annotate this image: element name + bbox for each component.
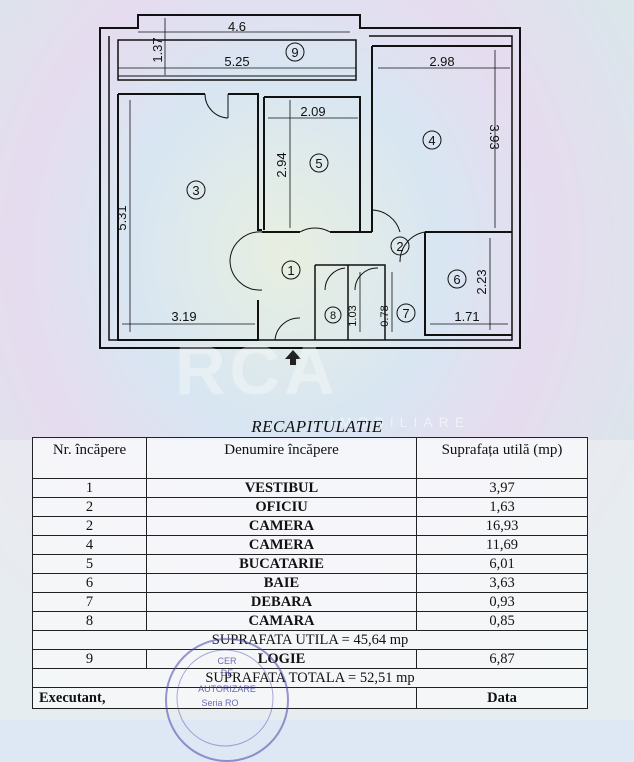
dim-room5-length: 2.94 — [274, 152, 289, 177]
entrance-arrow-icon — [285, 350, 301, 365]
grand-total-row: SUPRAFATA TOTALA = 52,51 mp — [32, 668, 588, 688]
row-number: 4 — [32, 535, 147, 555]
table-row: 4 CAMERA 11,69 — [32, 535, 588, 555]
dim-room3-width: 3.19 — [171, 309, 196, 324]
floor-plan: 4.6 1.37 5.25 2.98 2.09 3.93 2.94 5.31 2… — [99, 14, 521, 365]
grand-total: SUPRAFATA TOTALA = 52,51 mp — [32, 668, 588, 688]
room-number-1: 1 — [287, 263, 294, 278]
table-row: 1 VESTIBUL 3,97 — [32, 478, 588, 498]
table-row: 2 CAMERA 16,93 — [32, 516, 588, 536]
row-name: VESTIBUL — [146, 478, 417, 498]
room-number-9: 9 — [291, 45, 298, 60]
row-number: 5 — [32, 554, 147, 574]
room-number-8: 8 — [330, 310, 336, 322]
recap-title: RECAPITULATIE — [251, 417, 383, 436]
row-number: 9 — [32, 649, 147, 669]
header-room-number: Nr. încăpere — [32, 437, 147, 479]
row-number: 2 — [32, 516, 147, 536]
dim-loggia-depth: 1.37 — [150, 37, 165, 62]
table-row: 2 OFICIU 1,63 — [32, 497, 588, 517]
useful-area-total: SUPRAFATA UTILA = 45,64 mp — [32, 630, 588, 650]
stamp-line-3: AUTORIZARE — [198, 684, 256, 694]
room-number-2: 2 — [396, 239, 403, 254]
stamp-text: CER DE AUTORIZARE Seria RO — [176, 649, 274, 747]
row-name: BUCATARIE — [146, 554, 417, 574]
row-name: BAIE — [146, 573, 417, 593]
stamp-line-4: Seria RO — [201, 698, 238, 708]
row-number: 1 — [32, 478, 147, 498]
watermark-subtitle: IMOBILIARE — [330, 414, 471, 430]
header-area: Suprafața utilă (mp) — [416, 437, 588, 479]
dim-room4-width: 2.98 — [429, 54, 454, 69]
dim-loggia-width: 4.6 — [228, 19, 246, 34]
row-area: 1,63 — [416, 497, 588, 517]
room-number-5: 5 — [315, 156, 322, 171]
row-name: OFICIU — [146, 497, 417, 517]
stamp-line-1: CER — [217, 656, 237, 666]
dim-room5-width: 2.09 — [300, 104, 325, 119]
table-header-row: Nr. încăpere Denumire încăpere Suprafața… — [32, 437, 588, 479]
row-area: 3,63 — [416, 573, 588, 593]
row-area: 11,69 — [416, 535, 588, 555]
dim-room6-length: 2.23 — [474, 269, 489, 294]
loggia-row: 9 LOGIE 6,87 — [32, 649, 588, 669]
area-summary-table: Nr. încăpere Denumire încăpere Suprafața… — [32, 437, 588, 709]
table-row: 6 BAIE 3,63 — [32, 573, 588, 593]
dim-room8-length: 1.03 — [347, 305, 359, 326]
row-area: 6,87 — [416, 649, 588, 669]
room-number-3: 3 — [192, 183, 199, 198]
dim-room6-width: 1.71 — [454, 309, 479, 324]
table-row: 5 BUCATARIE 6,01 — [32, 554, 588, 574]
dim-room3-length: 5.31 — [114, 205, 129, 230]
row-area: 0,93 — [416, 592, 588, 612]
row-area: 6,01 — [416, 554, 588, 574]
watermark-logo: RCA — [175, 331, 339, 409]
dim-room7-width: 0.78 — [379, 305, 391, 326]
authorization-stamp: CER DE AUTORIZARE Seria RO — [165, 638, 289, 762]
dim-loggia-length: 5.25 — [224, 54, 249, 69]
table-row: 8 CAMARA 0,85 — [32, 611, 588, 631]
room-number-6: 6 — [453, 272, 460, 287]
row-number: 7 — [32, 592, 147, 612]
useful-area-total-row: SUPRAFATA UTILA = 45,64 mp — [32, 630, 588, 650]
stamp-line-2: DE — [221, 668, 234, 678]
row-name: DEBARA — [146, 592, 417, 612]
row-name: CAMERA — [146, 516, 417, 536]
room-number-4: 4 — [428, 133, 435, 148]
row-number: 8 — [32, 611, 147, 631]
table-row: 7 DEBARA 0,93 — [32, 592, 588, 612]
row-number: 6 — [32, 573, 147, 593]
header-room-name: Denumire încăpere — [146, 437, 417, 479]
row-number: 2 — [32, 497, 147, 517]
row-area: 16,93 — [416, 516, 588, 536]
row-area: 3,97 — [416, 478, 588, 498]
signature-row: Executant, Data — [32, 687, 588, 709]
room-number-7: 7 — [402, 306, 409, 321]
row-name: CAMERA — [146, 535, 417, 555]
row-area: 0,85 — [416, 611, 588, 631]
row-name: CAMARA — [146, 611, 417, 631]
date-label: Data — [416, 687, 588, 709]
dim-room4-length: 3.93 — [487, 124, 502, 149]
